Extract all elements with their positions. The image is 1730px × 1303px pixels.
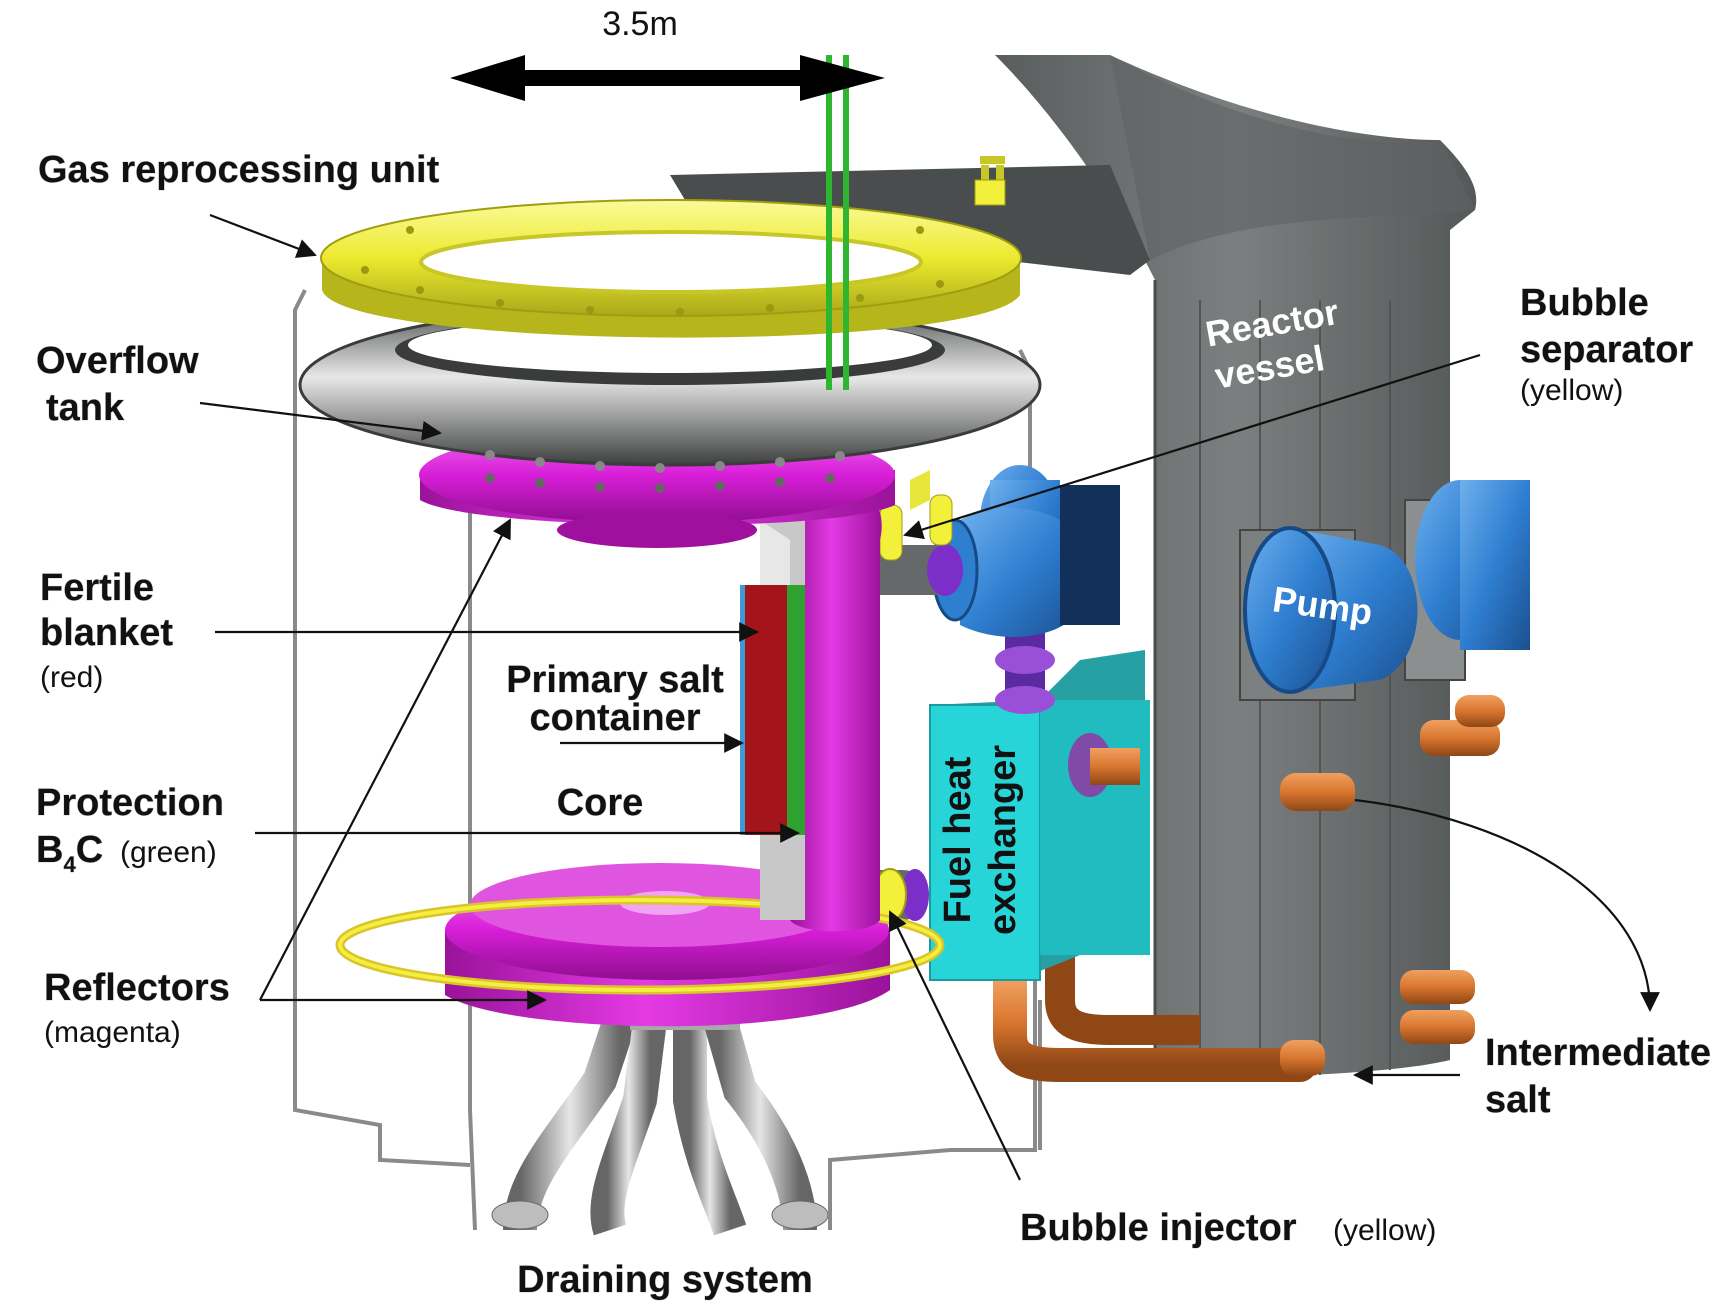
- label-protection-sub: 4: [63, 852, 76, 877]
- label-protection-c: C: [76, 829, 103, 871]
- label-protection-b4c: B4C: [36, 829, 103, 877]
- label-fertile-color: (red): [40, 661, 103, 694]
- label-fuel-hx-line2: exchanger: [982, 745, 1024, 935]
- primary-pump: [931, 485, 1120, 637]
- label-protection-b: B: [36, 829, 63, 871]
- label-bubble-injector-color: (yellow): [1333, 1214, 1436, 1247]
- label-fertile-line2: blanket: [40, 612, 173, 654]
- label-overflow-tank-line1: Overflow: [36, 340, 199, 382]
- label-bubble-sep-line2: separator: [1520, 329, 1693, 371]
- label-fuel-hx-line1: Fuel heat: [937, 756, 979, 923]
- label-intermediate-line2: salt: [1485, 1079, 1551, 1121]
- label-bubble-sep-line1: Bubble: [1520, 282, 1649, 324]
- label-bubble-injector: Bubble injector: [1020, 1207, 1297, 1249]
- label-protection-color: (green): [120, 836, 217, 869]
- bottom-reflector: [335, 863, 945, 1027]
- label-core: Core: [557, 782, 644, 824]
- scale-label: 3.5m: [602, 5, 678, 43]
- intermediate-salt-pipes: [993, 695, 1505, 1082]
- primary-salt-container: [740, 480, 882, 932]
- label-primary-line2: container: [529, 697, 700, 739]
- right-pump-partial: [1415, 480, 1530, 650]
- label-intermediate-line1: Intermediate: [1485, 1032, 1711, 1074]
- pump: [1243, 526, 1418, 694]
- label-fertile-line1: Fertile: [40, 567, 154, 609]
- bubble-separator: [879, 470, 953, 561]
- label-draining-system: Draining system: [517, 1259, 813, 1301]
- label-gas-reprocessing: Gas reprocessing unit: [38, 149, 440, 191]
- label-reflectors-color: (magenta): [44, 1016, 181, 1049]
- label-protection-line1: Protection: [36, 782, 224, 824]
- leader-lines: [199, 213, 1660, 1181]
- label-overflow-tank-line2: tank: [46, 387, 125, 429]
- label-primary-line1: Primary salt: [506, 659, 724, 701]
- scale-arrow: [450, 55, 885, 101]
- control-rods: [826, 55, 849, 390]
- label-bubble-sep-color: (yellow): [1520, 374, 1623, 407]
- label-reflectors: Reflectors: [44, 967, 230, 1009]
